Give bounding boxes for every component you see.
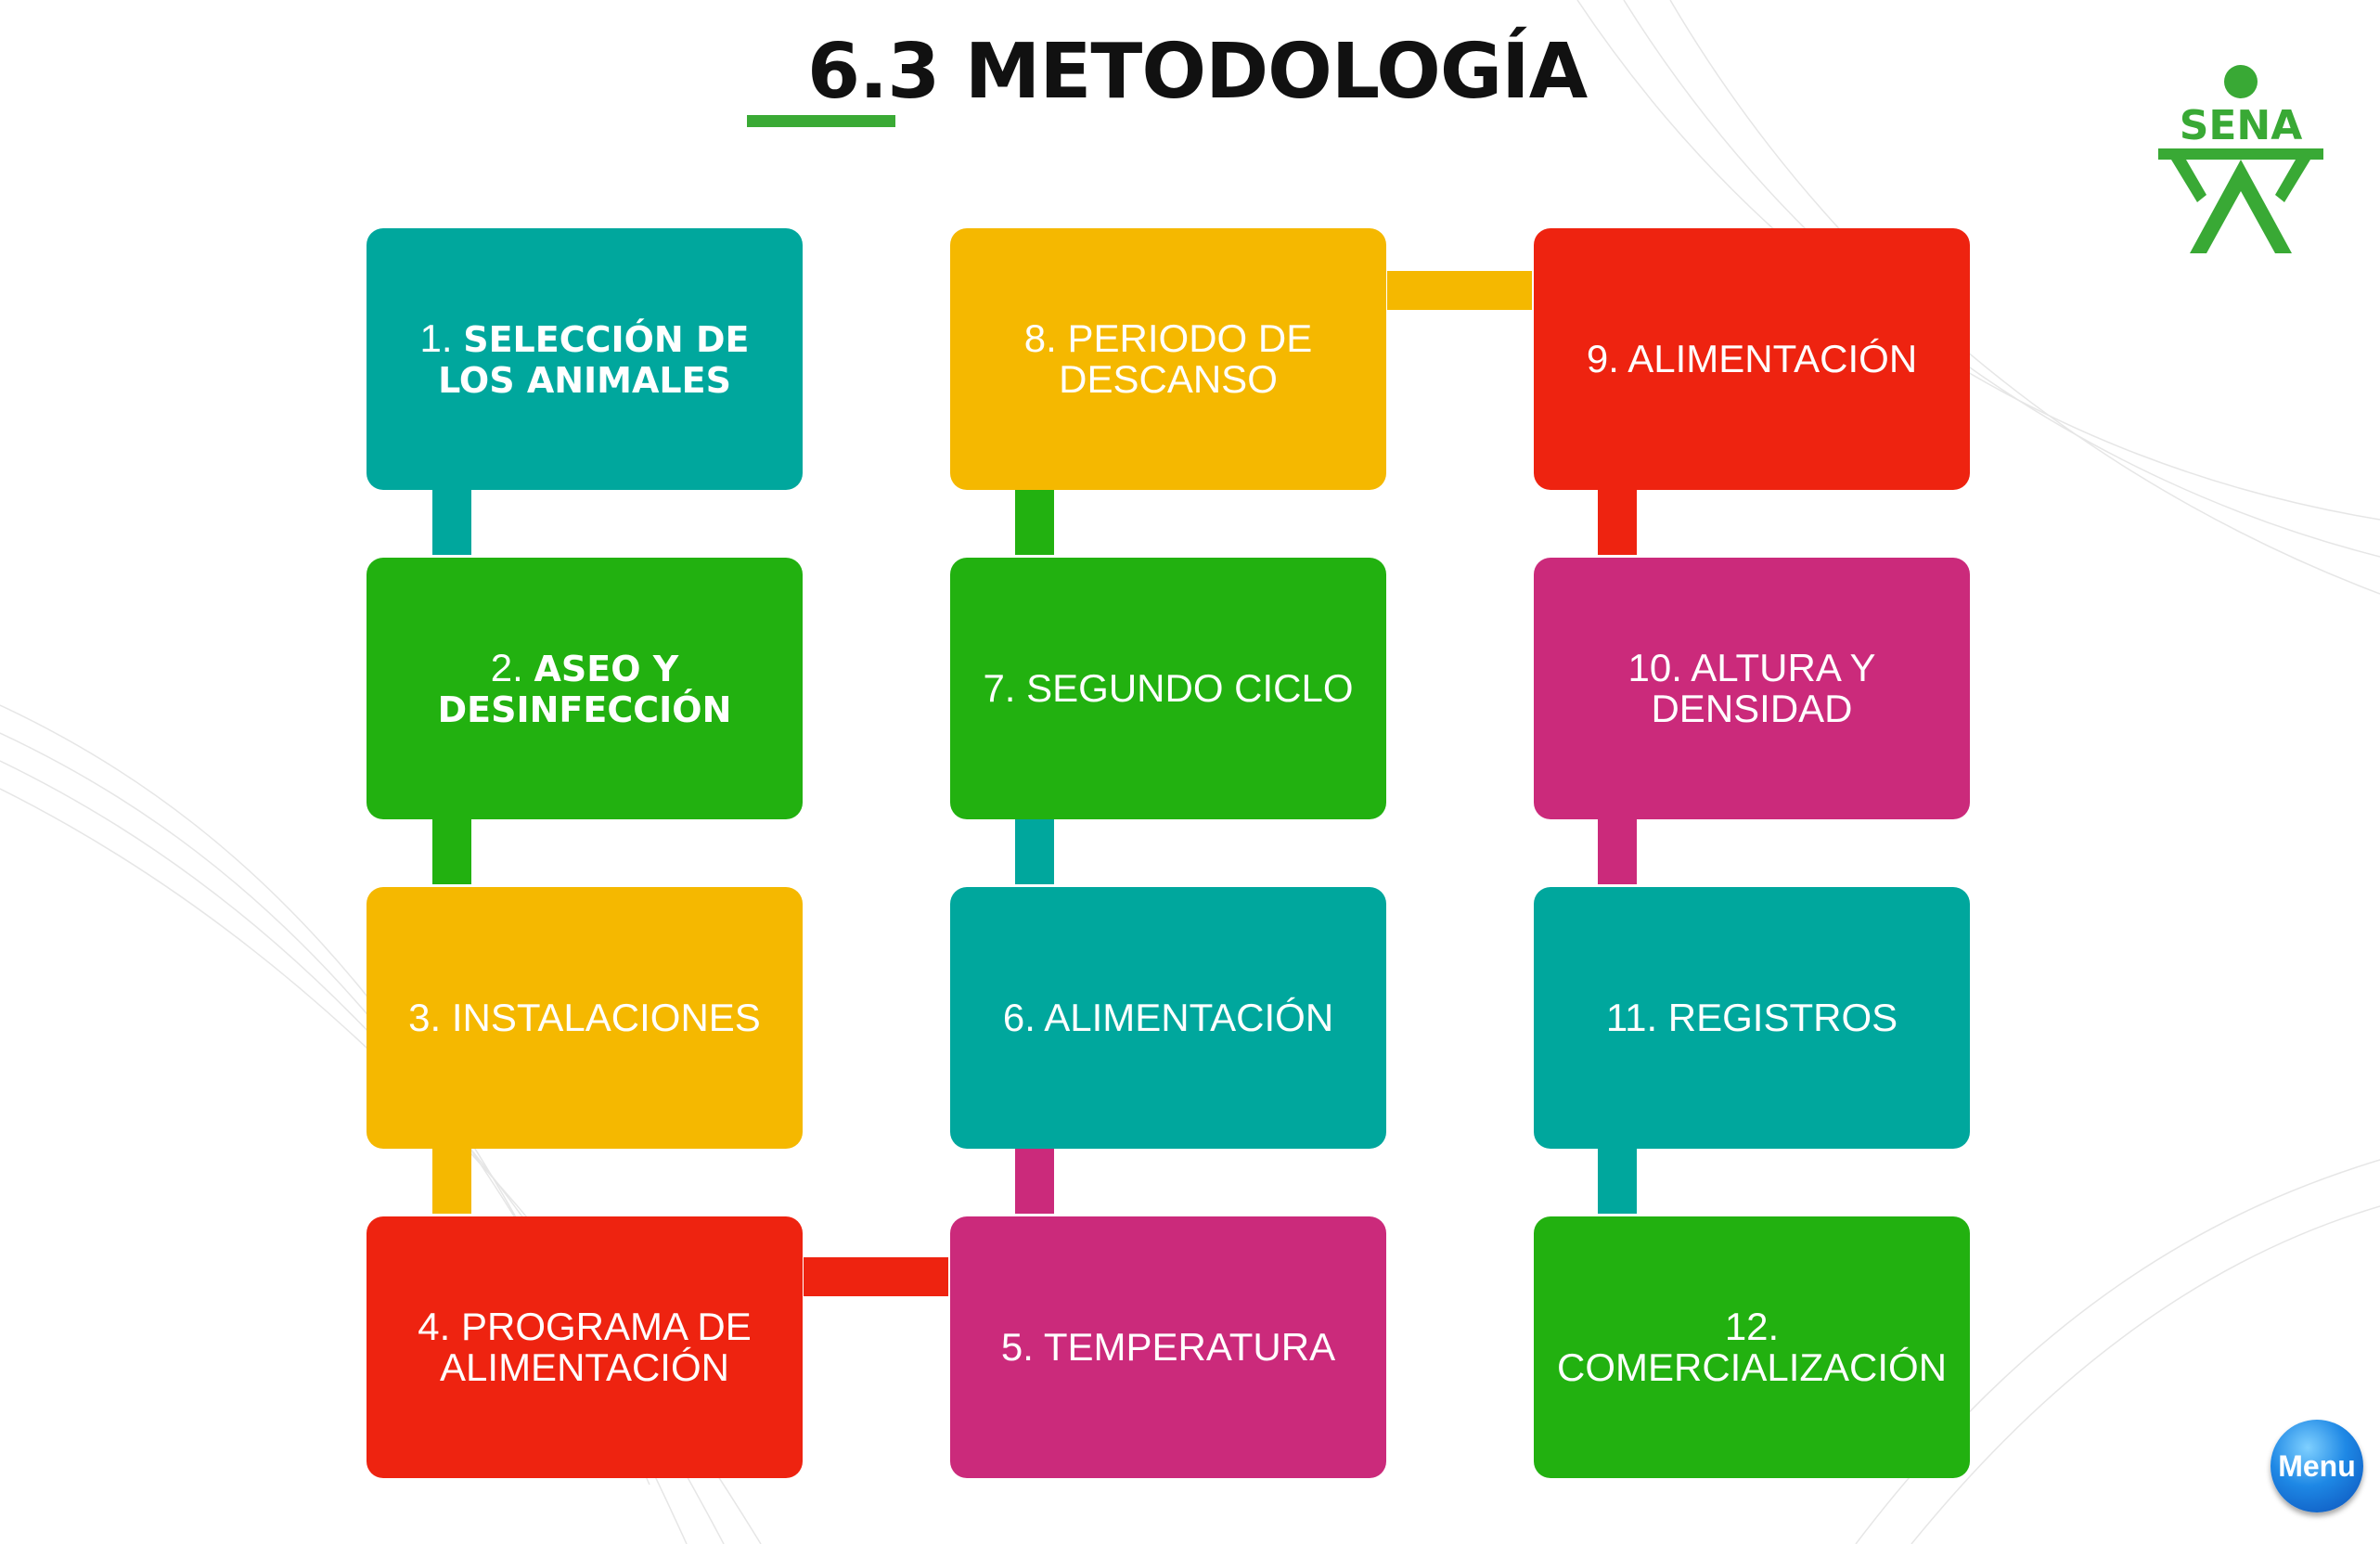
step-12-label: 12. COMERCIALIZACIÓN (1556, 1304, 1948, 1389)
step-7-box: 7. SEGUNDO CICLO (950, 558, 1386, 819)
step-9-label: 9. ALIMENTACIÓN (1586, 336, 1918, 380)
page-title: 6.3 METODOLOGÍA (807, 28, 1588, 116)
menu-button[interactable]: Menu (2271, 1420, 2363, 1512)
step-2-label: ASEO Y DESINFECCIÓN (437, 648, 732, 730)
step-11-label: 11. REGISTROS (1605, 995, 1898, 1039)
title-underline (747, 115, 895, 127)
step-3-label: 3. INSTALACIONES (408, 995, 761, 1039)
step-12-box: 12. COMERCIALIZACIÓN (1534, 1216, 1970, 1478)
step-7-label: 7. SEGUNDO CICLO (983, 665, 1354, 710)
step-1-number: 1. (419, 315, 453, 360)
step-9-box: 9. ALIMENTACIÓN (1534, 228, 1970, 490)
svg-text:SENA: SENA (2180, 102, 2303, 149)
connector-8-9 (1387, 271, 1532, 310)
step-3-box: 3. INSTALACIONES (367, 887, 803, 1149)
step-1-box: 1. SELECCIÓN DE LOS ANIMALES (367, 228, 803, 490)
step-6-box: 6. ALIMENTACIÓN (950, 887, 1386, 1149)
step-10-box: 10. ALTURA Y DENSIDAD (1534, 558, 1970, 819)
step-4-label: 4. PROGRAMA DE ALIMENTACIÓN (418, 1304, 752, 1389)
step-2-box: 2. ASEO Y DESINFECCIÓN (367, 558, 803, 819)
connector-1-2 (432, 488, 471, 555)
step-4-box: 4. PROGRAMA DE ALIMENTACIÓN (367, 1216, 803, 1478)
step-5-box: 5. TEMPERATURA (950, 1216, 1386, 1478)
connector-2-3 (432, 817, 471, 884)
connector-6-7 (1015, 817, 1054, 884)
step-10-label: 10. ALTURA Y DENSIDAD (1627, 645, 1876, 730)
step-8-label: 8. PERIODO DE DESCANSO (1023, 315, 1313, 401)
connector-11-12 (1598, 1147, 1637, 1214)
connector-9-10 (1598, 488, 1637, 555)
step-2-number: 2. (490, 645, 523, 689)
step-6-label: 6. ALIMENTACIÓN (1002, 995, 1334, 1039)
sena-logo: SENA (2158, 65, 2323, 253)
connector-4-5 (804, 1257, 948, 1296)
step-5-label: 5. TEMPERATURA (1000, 1324, 1336, 1369)
connector-5-6 (1015, 1147, 1054, 1214)
connector-10-11 (1598, 817, 1637, 884)
connector-7-8 (1015, 488, 1054, 555)
step-1-label: SELECCIÓN DE LOS ANIMALES (438, 318, 750, 401)
step-8-box: 8. PERIODO DE DESCANSO (950, 228, 1386, 490)
connector-3-4 (432, 1147, 471, 1214)
step-11-box: 11. REGISTROS (1534, 887, 1970, 1149)
